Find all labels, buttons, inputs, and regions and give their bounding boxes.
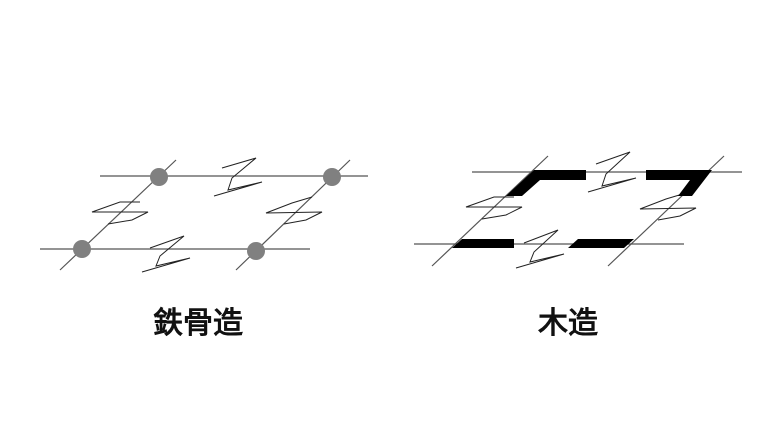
- wood-frame-caption: 木造: [538, 306, 598, 341]
- steel-brace-right: [265, 196, 323, 225]
- steel-joint-front-left: [73, 240, 91, 258]
- wood-brace-left: [465, 196, 523, 220]
- steel-joint-front-right: [247, 242, 265, 260]
- wood-beam-left: [431, 155, 549, 267]
- wood-brace-back: [587, 151, 637, 193]
- steel-brace-front: [141, 235, 191, 273]
- wood-joint-front-right: [568, 239, 634, 248]
- steel-frame-diagram: [40, 157, 368, 273]
- wood-frame-diagram: [414, 151, 742, 269]
- wood-brace-front: [515, 229, 565, 269]
- wood-joint-back-left: [506, 170, 586, 196]
- wood-joint-front-left: [452, 239, 514, 248]
- wood-joint-back-right: [646, 170, 712, 196]
- steel-joint-back-right: [323, 168, 341, 186]
- steel-brace-left: [91, 201, 149, 225]
- steel-joint-back-left: [150, 168, 168, 186]
- steel-frame-caption: 鉄骨造: [153, 306, 243, 341]
- steel-brace-back: [213, 157, 263, 197]
- wood-brace-right: [639, 192, 697, 221]
